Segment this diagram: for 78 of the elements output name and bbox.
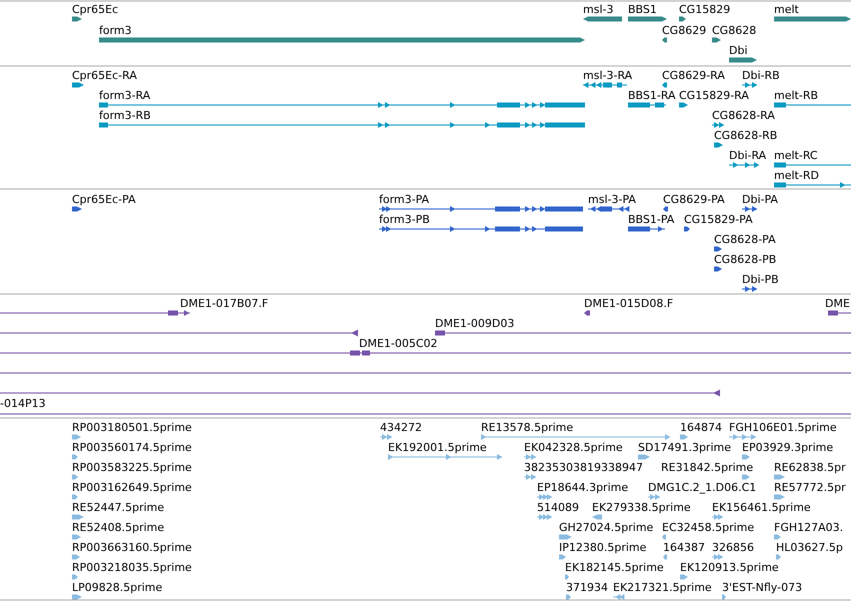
feature-label: DME1-009D03 — [435, 317, 514, 330]
feature-label: form3-RB — [99, 109, 151, 122]
feature-label: EK217321.5prime — [613, 581, 712, 594]
feature-label: RE13578.5prime — [481, 421, 574, 434]
feature-label: SD17491.3prime — [638, 441, 731, 454]
feature-label: 3'EST-Nfly-073 — [722, 581, 802, 594]
feature-label: GH27024.5prime — [559, 521, 654, 534]
feature-label: RP003663160.5prime — [72, 541, 192, 554]
feature-label: melt — [774, 3, 799, 16]
feature-label: RE52447.5prime — [72, 501, 164, 514]
feature-label: BBS1-PA — [628, 213, 674, 226]
feature-label: CG8628 — [712, 24, 756, 37]
feature-label: 371934 — [566, 581, 608, 594]
feature-label: RE62838.5pr — [774, 461, 846, 474]
feature-label: CG8629-RA — [662, 69, 725, 82]
feature-label: EP03929.3prime — [742, 441, 834, 454]
feature-label: EK120913.5prime — [680, 561, 779, 574]
feature-label: IP12380.5prime — [559, 541, 646, 554]
feature-label: CG8628-RA — [712, 109, 775, 122]
feature-label: Dbi-RB — [742, 69, 780, 82]
feature-label: Cpr65Ec-RA — [72, 69, 137, 82]
feature-label: RP003180501.5prime — [72, 421, 192, 434]
feature-label: CG8628-RB — [714, 129, 778, 142]
feature-label: BBS1 — [628, 3, 657, 16]
feature-label: melt-RB — [774, 89, 818, 102]
feature-label: 326856 — [712, 541, 754, 554]
feature-label: form3 — [99, 24, 132, 37]
feature-label: RP003218035.5prime — [72, 561, 192, 574]
feature-label: CG8629 — [662, 24, 706, 37]
feature-label: CG8628-PA — [714, 233, 776, 246]
feature-label: Dbi-RA — [729, 149, 766, 162]
feature-label: form3-PB — [379, 213, 430, 226]
feature-label: Dbi — [729, 44, 748, 57]
feature-label: DME1-017B07.F — [180, 297, 268, 310]
feature-label: DME1-015D08.F — [584, 297, 674, 310]
feature-label: CG8629-PA — [663, 193, 725, 206]
feature-label: RE57772.5pr — [774, 481, 846, 494]
feature-label: EK182145.5prime — [565, 561, 664, 574]
feature-label: FGH127A03. — [774, 521, 844, 534]
feature-label: FGH106E01.5prime — [729, 421, 837, 434]
feature-label: form3-PA — [379, 193, 430, 206]
feature-label: 164874 — [680, 421, 722, 434]
feature-label: Dbi-PB — [742, 273, 779, 286]
feature-label: HL03627.5p — [776, 541, 843, 554]
feature-label: DME1-005C02 — [359, 337, 438, 350]
feature-label: EK279338.5prime — [592, 501, 691, 514]
feature-label: RE52408.5prime — [72, 521, 164, 534]
feature-label: RP003583225.5prime — [72, 461, 192, 474]
feature-label: 434272 — [380, 421, 422, 434]
feature-label: CG15829-RA — [679, 89, 749, 102]
feature-label: form3-RA — [99, 89, 150, 102]
feature-label: msl-3 — [583, 3, 614, 16]
feature-label: 38235303819338947 — [524, 461, 643, 474]
feature-label: EK042328.5prime — [524, 441, 623, 454]
feature-label: 514089 — [537, 501, 579, 514]
feature-label: EP18644.3prime — [537, 481, 628, 494]
feature-label: RE31842.5prime — [661, 461, 754, 474]
feature-label: Cpr65Ec-PA — [72, 193, 136, 206]
feature-label: BBS1-RA — [628, 89, 676, 102]
feature-label: msl-3-RA — [583, 69, 632, 82]
feature-label: RP003162649.5prime — [72, 481, 192, 494]
feature-label: melt-RC — [774, 149, 818, 162]
feature-label: msl-3-PA — [588, 193, 636, 206]
feature-label: LP09828.5prime — [72, 581, 162, 594]
feature-label: melt-RD — [774, 169, 819, 182]
feature-label: Cpr65Ec — [72, 3, 118, 16]
feature-label: CG8628-PB — [714, 253, 776, 266]
feature-label: RP003560174.5prime — [72, 441, 192, 454]
feature-label: EK192001.5prime — [388, 441, 487, 454]
feature-label: Dbi-PA — [742, 193, 778, 206]
feature-label: DMG1C.2_1.D06.C1 — [648, 481, 756, 494]
feature-label: EC32458.5prime — [662, 521, 754, 534]
feature-label: 164387 — [663, 541, 705, 554]
feature-label: DME — [825, 297, 850, 310]
feature-label: EK156461.5prime — [712, 501, 811, 514]
feature-label: CG15829 — [679, 3, 730, 16]
feature-label: -014P13 — [0, 397, 46, 410]
feature-label: CG15829-PA — [684, 213, 753, 226]
